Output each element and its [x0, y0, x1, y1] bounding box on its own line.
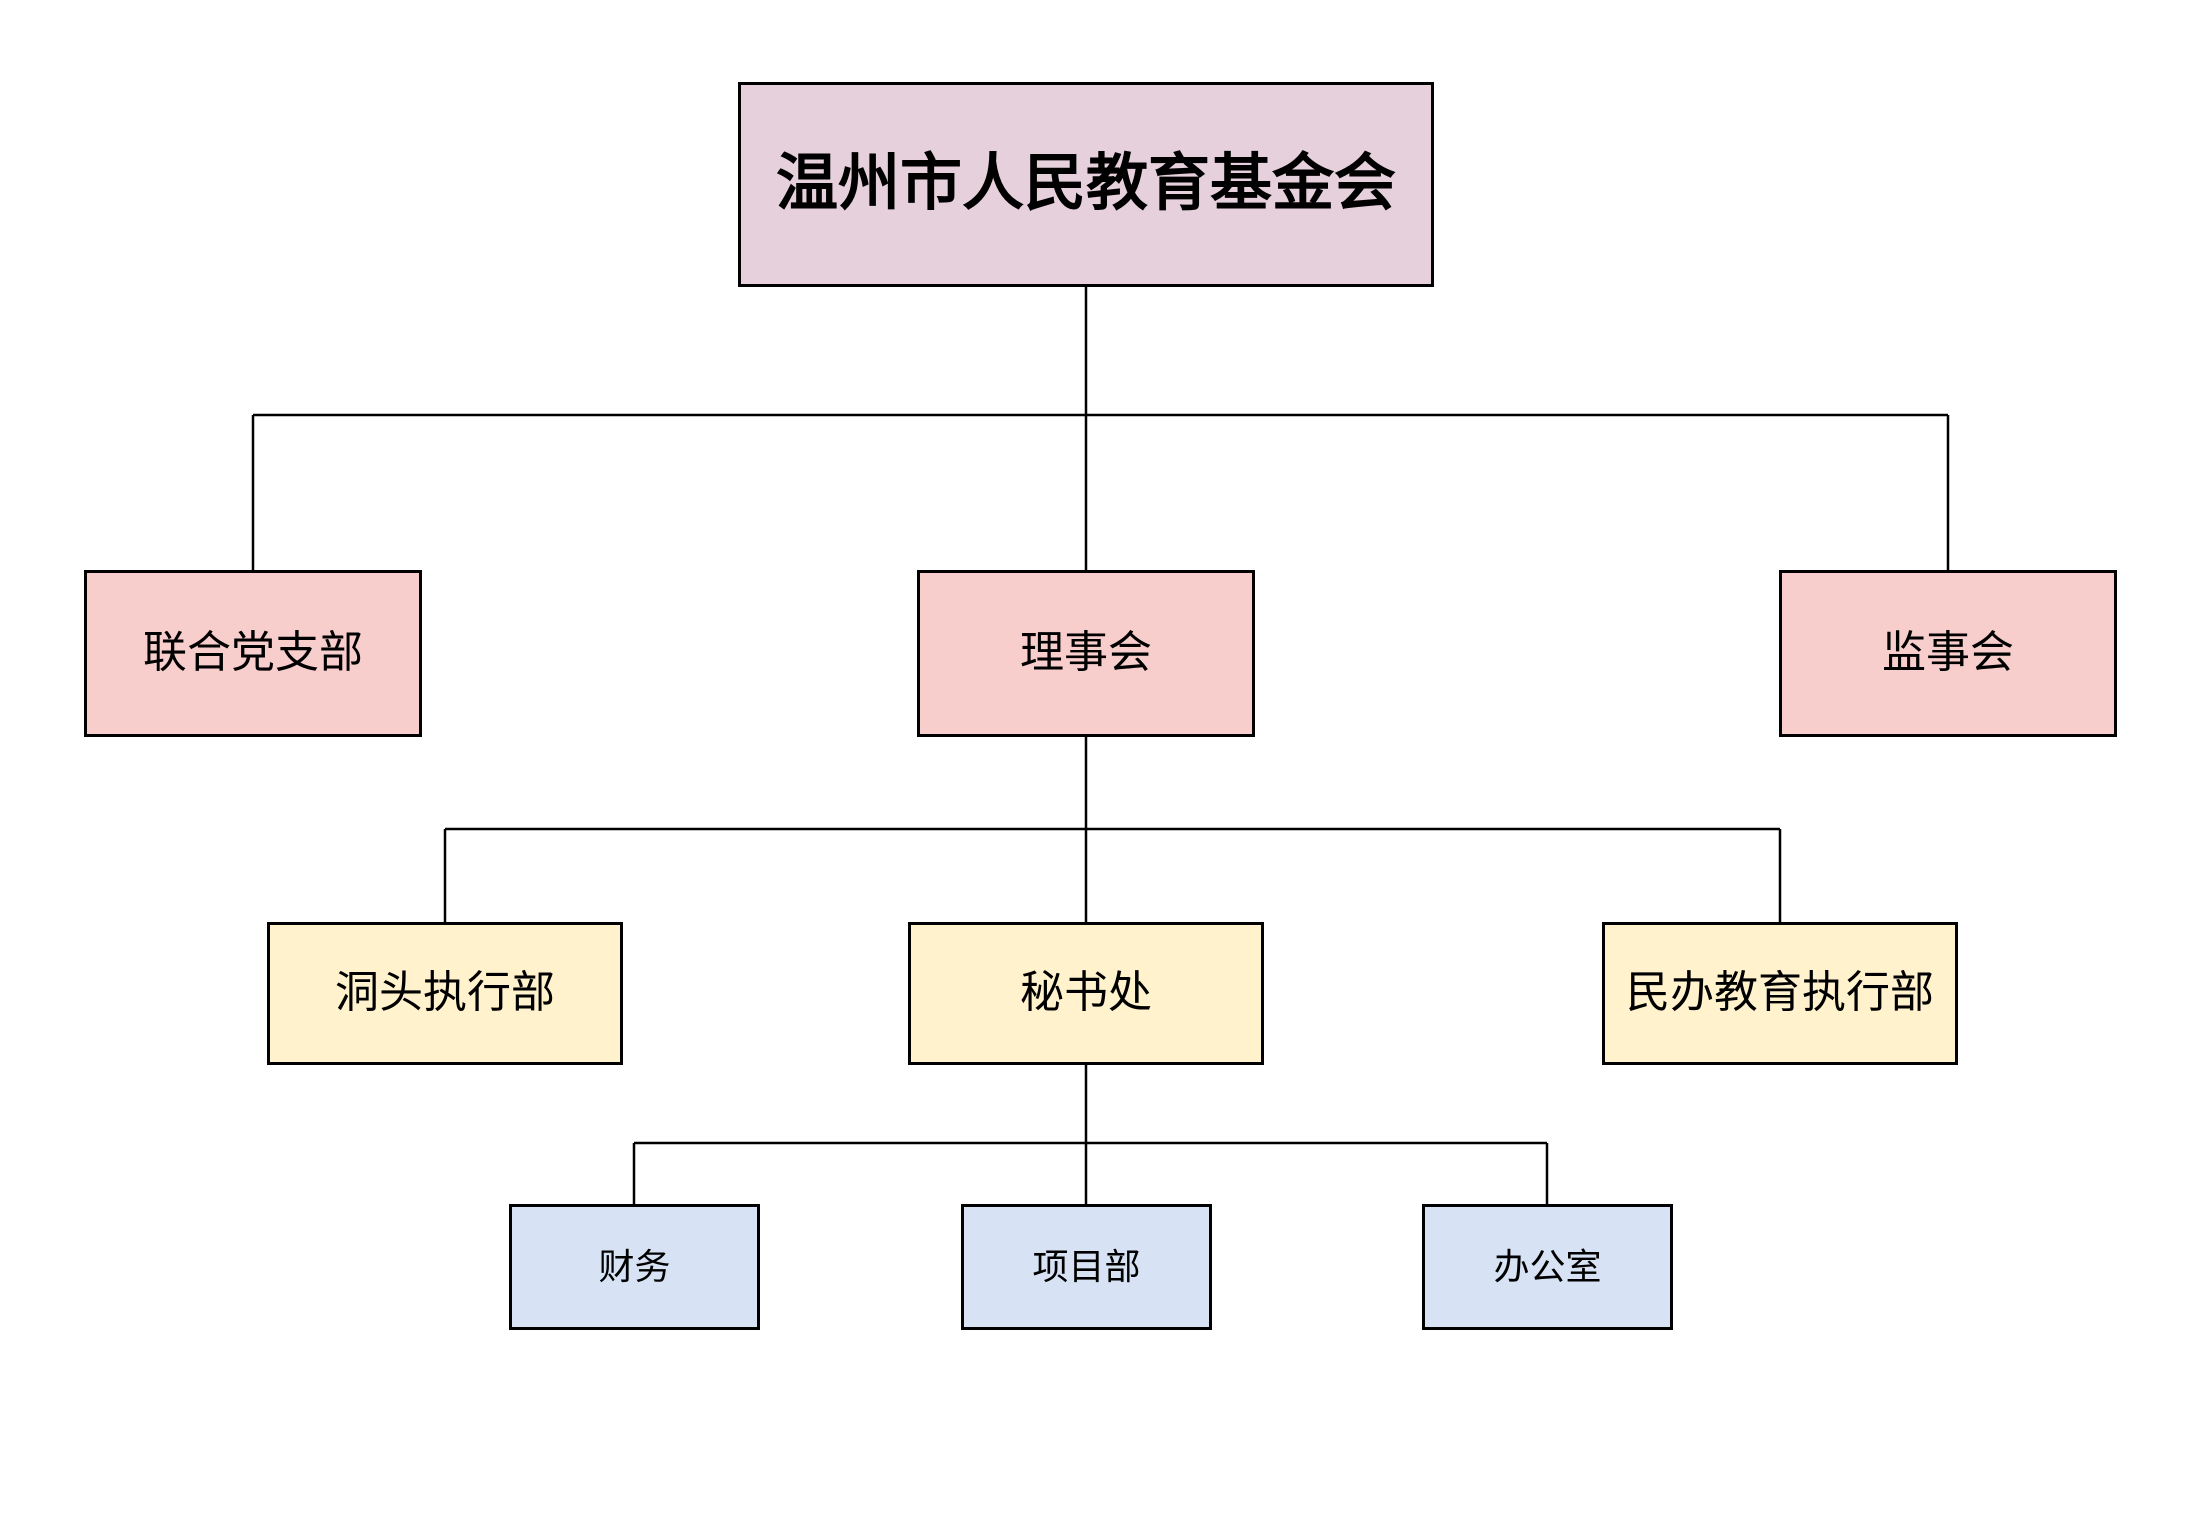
org-node-project-dept: 项目部 — [961, 1204, 1212, 1330]
org-node-label: 民办教育执行部 — [1626, 968, 1934, 1018]
org-node-label: 温州市人民教育基金会 — [775, 149, 1396, 219]
org-node-dongtou-executive-dept: 洞头执行部 — [267, 922, 623, 1065]
org-node-label: 办公室 — [1493, 1246, 1602, 1288]
org-node-board-of-directors: 理事会 — [917, 570, 1255, 737]
org-node-label: 监事会 — [1882, 628, 2014, 678]
org-node-private-education-executive-dept: 民办教育执行部 — [1602, 922, 1958, 1065]
org-node-label: 财务 — [598, 1246, 671, 1288]
org-node-finance: 财务 — [509, 1204, 760, 1330]
org-node-office: 办公室 — [1422, 1204, 1673, 1330]
org-node-board-of-supervisors: 监事会 — [1779, 570, 2117, 737]
org-node-label: 联合党支部 — [143, 628, 363, 678]
org-node-label: 项目部 — [1032, 1246, 1141, 1288]
org-node-secretariat: 秘书处 — [908, 922, 1264, 1065]
org-node-label: 理事会 — [1020, 628, 1152, 678]
org-node-foundation-root: 温州市人民教育基金会 — [738, 82, 1434, 287]
org-node-joint-party-branch: 联合党支部 — [84, 570, 422, 737]
org-node-label: 秘书处 — [1020, 968, 1152, 1018]
org-node-label: 洞头执行部 — [335, 968, 555, 1018]
